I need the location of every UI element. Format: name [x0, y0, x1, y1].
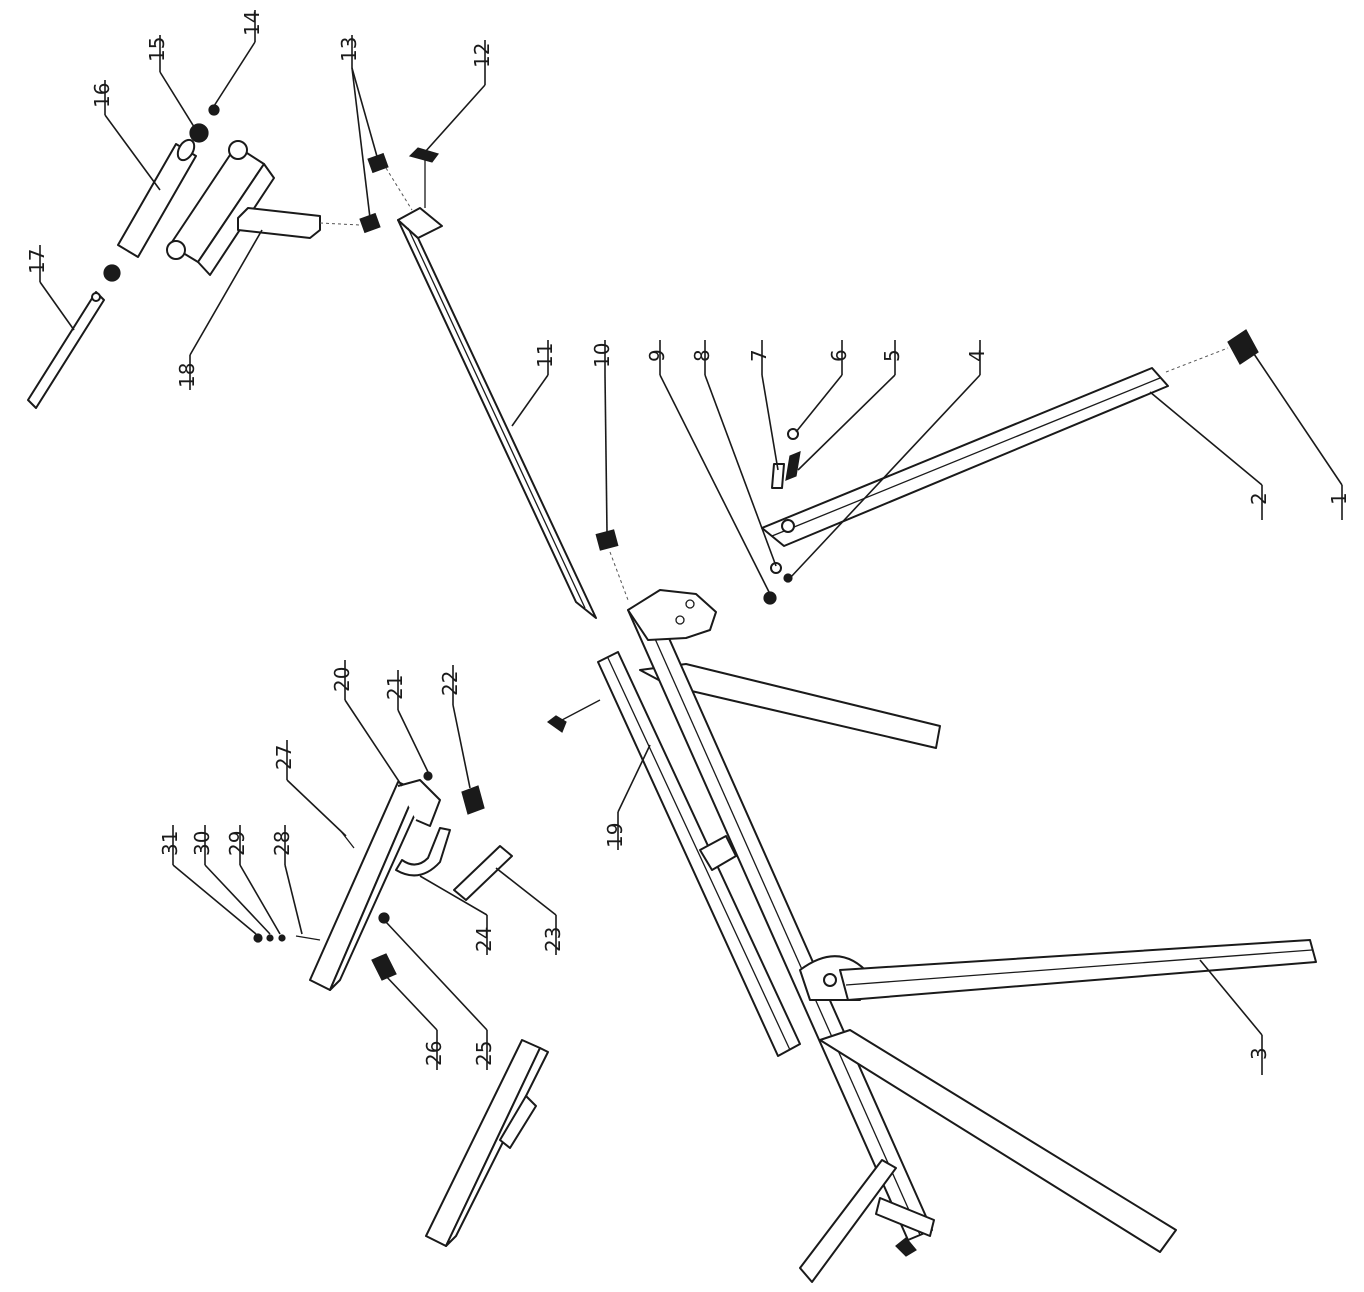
main-frame-hinge-bolt: [823, 973, 837, 987]
part-25-nut: [378, 912, 390, 924]
part-15-bushing-lower: [103, 264, 121, 282]
callout-27: 27: [272, 745, 296, 770]
main-frame-cross-brace: [699, 835, 737, 871]
part-18-bracket-ear-upper: [228, 140, 248, 160]
part-1-foot-cap: [1227, 329, 1259, 365]
support-bracket-assembly: [253, 771, 549, 1247]
leg-assembly: [761, 329, 1259, 605]
callout-7: 7: [747, 349, 771, 362]
callout-31: 31: [158, 831, 182, 856]
callout-29: 29: [225, 831, 249, 856]
part-20-bracket-rail: [309, 781, 417, 991]
leader-lines: [39, 10, 1343, 1075]
main-frame-bottom-arm: [799, 1159, 897, 1283]
callout-9: 9: [645, 349, 669, 362]
part-21-nut: [423, 771, 433, 781]
duplicate-bracket-latch: [499, 1095, 537, 1149]
callout-10: 10: [590, 343, 614, 368]
callout-28: 28: [270, 831, 294, 856]
main-frame-front-leg: [819, 1029, 1177, 1253]
callout-3: 3: [1247, 1047, 1271, 1060]
callout-22: 22: [438, 671, 462, 696]
callout-19: 19: [603, 823, 627, 848]
part-22-clamp: [461, 785, 485, 815]
part-5-spring: [785, 451, 801, 481]
part-13-end-cap-upper: [367, 152, 389, 174]
part-16-roller-end: [176, 138, 196, 162]
main-frame: [546, 589, 1317, 1283]
part-20-bracket-plate: [397, 779, 441, 827]
part-28-bolt: [295, 935, 321, 941]
part-15-bushing: [189, 123, 209, 143]
callout-15: 15: [145, 37, 169, 62]
part-17-nut: [91, 292, 101, 302]
duplicate-bracket-rail-side: [445, 1047, 549, 1247]
part-26-clamp: [371, 953, 397, 981]
callout-4: 4: [965, 349, 989, 362]
part-23-latch: [453, 845, 513, 901]
callout-8: 8: [690, 349, 714, 362]
part-4-nut: [783, 573, 793, 583]
roller-support-assembly: [27, 104, 361, 409]
part-9-cap: [763, 591, 777, 605]
callout-18: 18: [175, 363, 199, 388]
main-frame-bottom-clamp: [875, 1197, 935, 1237]
callout-6: 6: [827, 349, 851, 362]
part-31-nut: [253, 933, 263, 943]
callout-25: 25: [472, 1041, 496, 1066]
part-16-roller-tube: [117, 143, 197, 258]
part-17-axle-rod: [27, 291, 105, 409]
part-14-nut: [208, 104, 220, 116]
part-2-leg-hole: [781, 519, 795, 533]
callout-24: 24: [472, 927, 496, 952]
callout-21: 21: [383, 675, 407, 700]
callout-14: 14: [240, 11, 264, 36]
part-8-washer: [770, 562, 782, 574]
part-29-washer: [278, 934, 286, 942]
callout-12: 12: [470, 43, 494, 68]
callout-17: 17: [25, 249, 49, 274]
callout-5: 5: [880, 349, 904, 362]
callout-2: 2: [1247, 492, 1271, 505]
extension-beam-assembly: [359, 147, 629, 619]
duplicate-bracket-rail: [425, 1039, 541, 1247]
callout-labels: 1 2 3 4 5 6 7 8 9 10 11 12 13 14 15 16 1…: [25, 11, 1351, 1066]
callout-30: 30: [190, 831, 214, 856]
part-11-tube-head: [397, 207, 443, 239]
main-frame-knob: [546, 715, 567, 733]
part-24-hook: [395, 827, 451, 877]
callout-1: 1: [1327, 492, 1351, 505]
part-18-stem-tube: [237, 207, 321, 239]
callout-26: 26: [422, 1041, 446, 1066]
main-frame-bottom-knob: [895, 1237, 917, 1257]
part-30-washer: [266, 934, 274, 942]
callout-11: 11: [533, 343, 557, 368]
part-13-end-cap-lower: [359, 212, 381, 234]
callout-16: 16: [90, 83, 114, 108]
part-10-end-cap: [595, 529, 619, 551]
part-3-long-leg: [839, 939, 1317, 1001]
part-18-bracket-side: [197, 163, 275, 276]
part-12-knob: [408, 147, 439, 163]
callout-13: 13: [337, 37, 361, 62]
part-7-pin: [771, 463, 785, 489]
callout-23: 23: [541, 927, 565, 952]
part-18-bracket-ear-lower: [166, 240, 186, 260]
callout-20: 20: [330, 667, 354, 692]
